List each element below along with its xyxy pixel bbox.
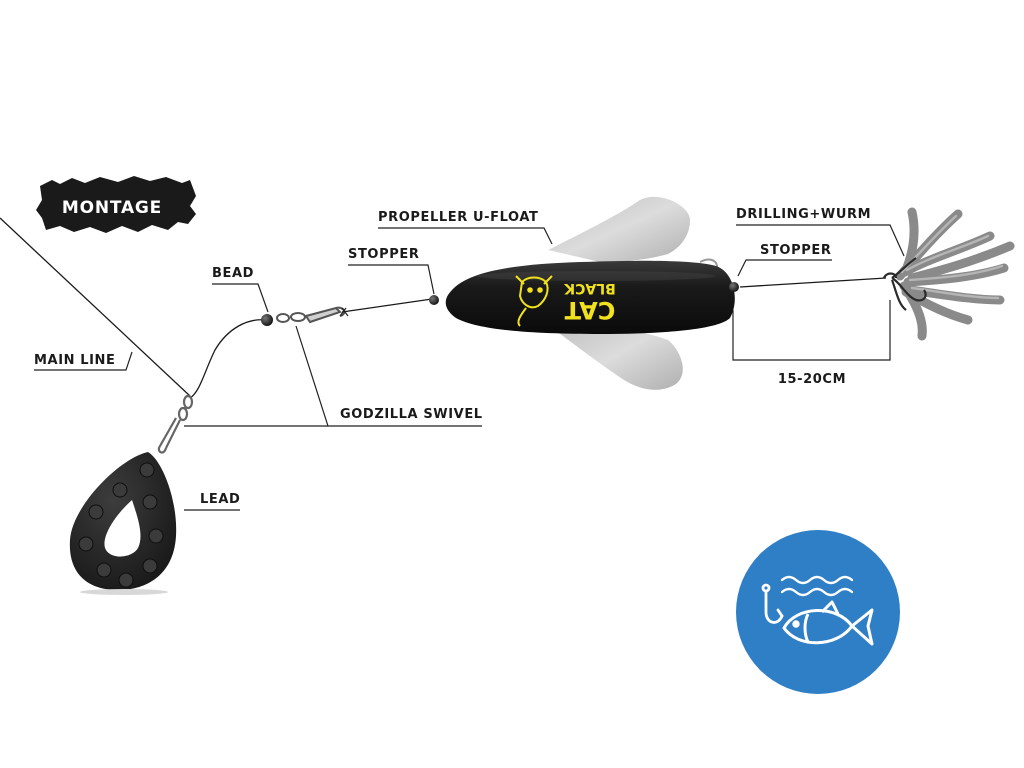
- label-drilling-wurm: DRILLING+WURM: [736, 207, 871, 222]
- lead-nubs: [78, 462, 164, 588]
- leader-to-hook: [739, 277, 887, 288]
- bead: [261, 314, 273, 326]
- callout-stopper-left: STOPPER: [348, 247, 435, 295]
- label-propeller-u-float: PROPELLER U-FLOAT: [378, 210, 538, 225]
- callout-drilling-wurm: DRILLING+WURM: [736, 207, 905, 257]
- lead-swivel: [157, 394, 194, 454]
- callout-main-line: MAIN LINE: [34, 351, 133, 371]
- float-brand-cat: CAT: [564, 296, 615, 324]
- lead-hole: [104, 500, 141, 557]
- cat-emblem-icon: [515, 275, 553, 327]
- title-badge: MONTAGE: [36, 176, 196, 233]
- leader-curve: [189, 319, 267, 399]
- treble-hook-with-worms: [882, 207, 1015, 341]
- stopper-right-bead: [729, 282, 739, 292]
- callout-bead: BEAD: [212, 266, 269, 313]
- label-godzilla-swivel: GODZILLA SWIVEL: [340, 407, 483, 422]
- distance-label: 15-20CM: [778, 372, 846, 387]
- propeller-blade-lower: [555, 318, 683, 390]
- line-knot: [339, 307, 349, 317]
- label-stopper-left: STOPPER: [348, 247, 419, 262]
- distance-bracket: 15-20CM: [732, 300, 891, 387]
- lead-weight: [69, 394, 194, 595]
- hook-icon: [761, 583, 784, 624]
- label-main-line: MAIN LINE: [34, 353, 116, 368]
- callout-lead: LEAD: [184, 492, 240, 511]
- worm-bunch: [895, 207, 1015, 341]
- propeller-u-float: CAT BLACK: [445, 196, 735, 390]
- propeller-blade-upper: [548, 196, 690, 262]
- callout-godzilla-swivel: GODZILLA SWIVEL: [184, 325, 483, 427]
- leader-to-float: [341, 298, 433, 313]
- callout-stopper-right: STOPPER: [737, 243, 832, 277]
- waves-icon: [780, 575, 854, 597]
- label-bead: BEAD: [212, 266, 254, 281]
- fish-icon: [782, 600, 874, 646]
- godzilla-swivel: [276, 306, 346, 324]
- label-lead: LEAD: [200, 492, 240, 507]
- float-brand-black: BLACK: [563, 280, 616, 296]
- main-line-diagonal: [0, 217, 191, 397]
- fishing-badge-icon: [736, 530, 900, 694]
- title-text: MONTAGE: [62, 198, 162, 218]
- treble-hook: [882, 257, 927, 311]
- callout-propeller-u-float: PROPELLER U-FLOAT: [378, 210, 553, 245]
- stopper-left-bead: [429, 295, 439, 305]
- float-brand: CAT BLACK: [563, 280, 616, 324]
- title-badge-shape: [36, 176, 196, 233]
- label-stopper-right: STOPPER: [760, 243, 831, 258]
